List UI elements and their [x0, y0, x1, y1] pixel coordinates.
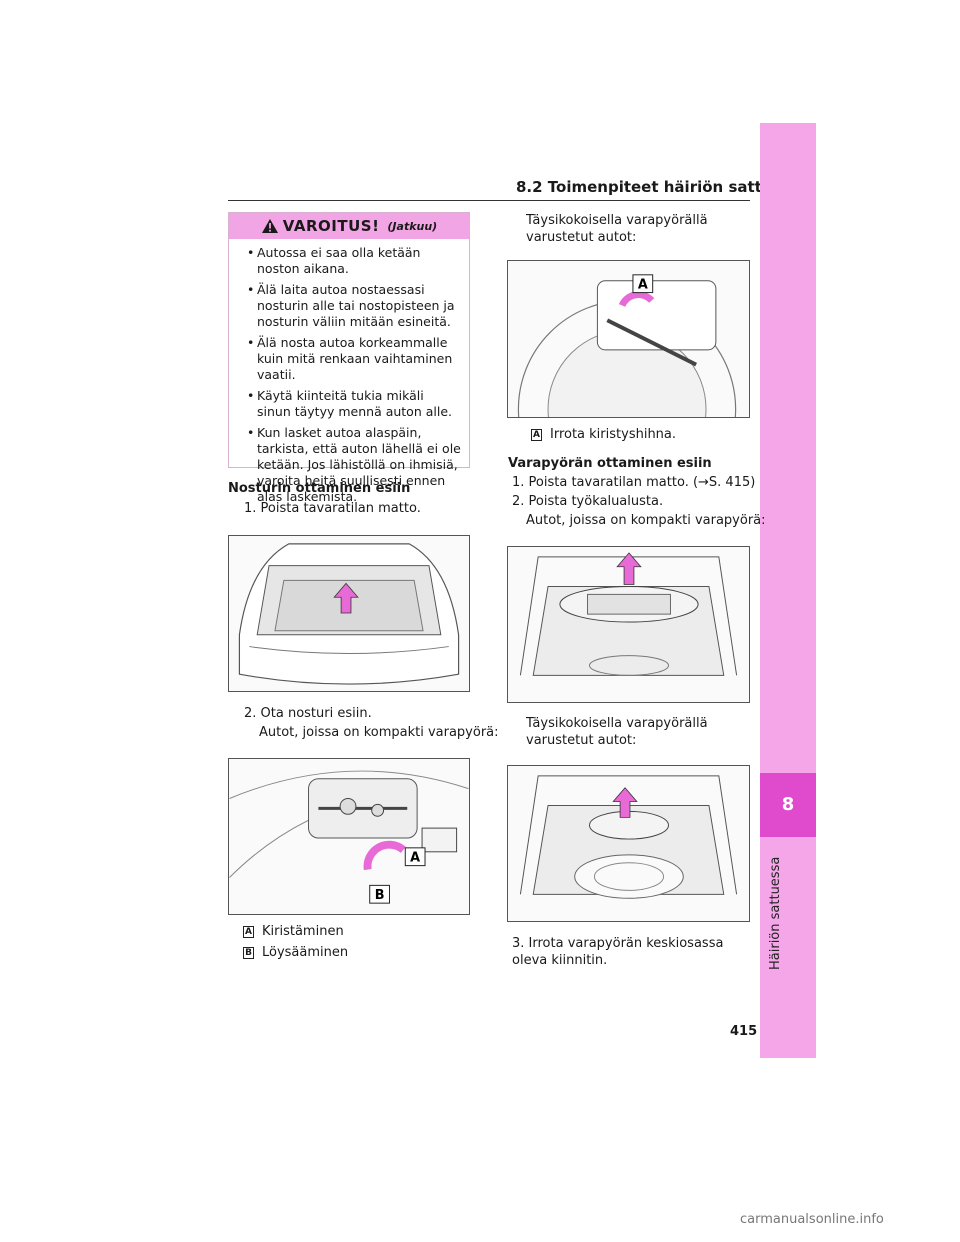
- label-row-b: B Löysääminen: [243, 945, 348, 960]
- warning-item: Kun lasket autoa alaspäin, tarkista, ett…: [243, 425, 461, 505]
- figure-compact-spare: [507, 546, 750, 703]
- warning-title: VAROITUS!: [282, 217, 380, 235]
- warning-item: Käytä kiinteitä tukia mikäli sinun täyty…: [243, 388, 461, 420]
- spare-step-3: 3. Irrota varapyörän keskiosassa oleva k…: [512, 936, 724, 968]
- fullsize-spare-illustration: [519, 775, 738, 899]
- spare-heading: Varapyörän ottaminen esiin: [508, 456, 712, 471]
- warning-item: Autossa ei saa olla ketään noston aikana…: [243, 245, 461, 277]
- figure-fullsize-jack: A: [507, 260, 750, 418]
- spare-step-2: 2. Poista työkalualusta.: [512, 494, 664, 509]
- warning-triangle-icon: [261, 219, 278, 233]
- fullsize-jack-illustration: A: [517, 274, 737, 417]
- warning-item: Älä nosta autoa korkeammalle kuin mitä r…: [243, 335, 461, 383]
- jack-step-1: 1. Poista tavaratilan matto.: [244, 501, 421, 516]
- warning-subtitle: (Jatkuu): [387, 219, 438, 233]
- warning-box: VAROITUS! (Jatkuu) Autossa ei saa olla k…: [228, 212, 470, 504]
- fullsize-note-2: Täysikokoisella varapyörällä varustetut …: [526, 716, 708, 748]
- jack-illustration: A B: [229, 770, 469, 904]
- warning-list: Autossa ei saa olla ketään noston aikana…: [229, 245, 469, 505]
- badge-b: B: [243, 946, 254, 959]
- spare-step-1: 1. Poista tavaratilan matto. (→S. 415): [512, 475, 756, 490]
- section-header: 8.2 Toimenpiteet häiriön sattuessa: [516, 178, 811, 196]
- page-number: 415: [730, 1024, 758, 1039]
- chapter-label: Häiriön sattuessa: [768, 856, 783, 970]
- figure-fullsize-spare: [507, 765, 750, 922]
- figure-jack: A B: [228, 758, 470, 915]
- chapter-number: 8: [760, 773, 816, 837]
- trunk-mat-illustration: [238, 543, 460, 685]
- chapter-side-tab: [760, 123, 816, 1058]
- figure-label-a-2: A: [638, 278, 648, 293]
- label-b-text: Löysääminen: [262, 945, 349, 960]
- spare-compact-note: Autot, joissa on kompakti varapyörä:: [526, 513, 766, 528]
- label-a-text: Kiristäminen: [262, 924, 344, 939]
- label-row-a: A Kiristäminen: [243, 924, 344, 939]
- badge-a: A: [243, 925, 254, 938]
- jack-heading: Nosturin ottaminen esiin: [228, 481, 411, 496]
- fullsize-note-1: Täysikokoisella varapyörällä varustetut …: [526, 213, 708, 245]
- watermark: carmanualsonline.info: [740, 1212, 884, 1227]
- header-divider: [228, 200, 750, 201]
- warning-item: Älä laita autoa nostaessasi nosturin all…: [243, 282, 461, 330]
- label-a-right-text: Irrota kiristyshihna.: [550, 427, 677, 442]
- jack-step-2: 2. Ota nosturi esiin.: [244, 706, 372, 721]
- figure-trunk-mat: [228, 535, 470, 692]
- compact-spare-illustration: [519, 552, 738, 676]
- figure-label-b: B: [375, 888, 385, 903]
- badge-a-right: A: [531, 428, 542, 441]
- warning-header: VAROITUS! (Jatkuu): [229, 213, 469, 239]
- label-row-a-right: A Irrota kiristyshihna.: [531, 427, 676, 442]
- jack-compact-note: Autot, joissa on kompakti varapyörä:: [259, 725, 499, 740]
- figure-label-a: A: [410, 851, 420, 866]
